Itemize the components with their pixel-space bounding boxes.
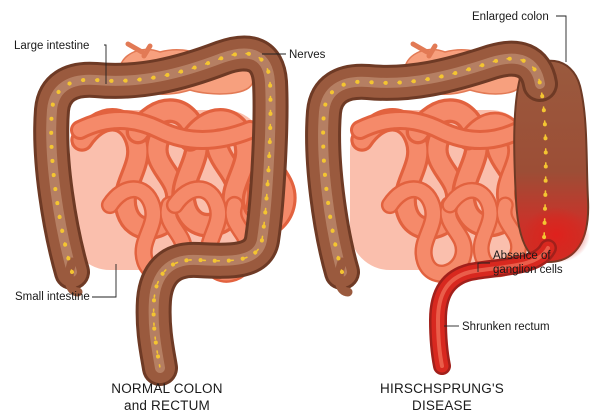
caption-disease-line1: HIRSCHSPRUNG'S [380, 381, 504, 396]
caption-normal-line1: NORMAL COLON [111, 381, 222, 396]
label-absence-line1: Absence of [493, 250, 551, 262]
hirschsprung-colon-illustration [323, 44, 590, 366]
label-absence-line2: ganglion cells [493, 264, 563, 276]
label-shrunken-rectum: Shrunken rectum [462, 321, 550, 333]
caption-normal-line2: and RECTUM [124, 398, 210, 413]
caption-disease-line2: DISEASE [412, 398, 472, 413]
label-small-intestine: Small intestine [15, 291, 90, 303]
label-nerves: Nerves [289, 49, 326, 61]
label-enlarged-colon: Enlarged colon [472, 11, 549, 23]
label-large-intestine: Large intestine [14, 40, 89, 52]
normal-colon-illustration [51, 44, 285, 368]
